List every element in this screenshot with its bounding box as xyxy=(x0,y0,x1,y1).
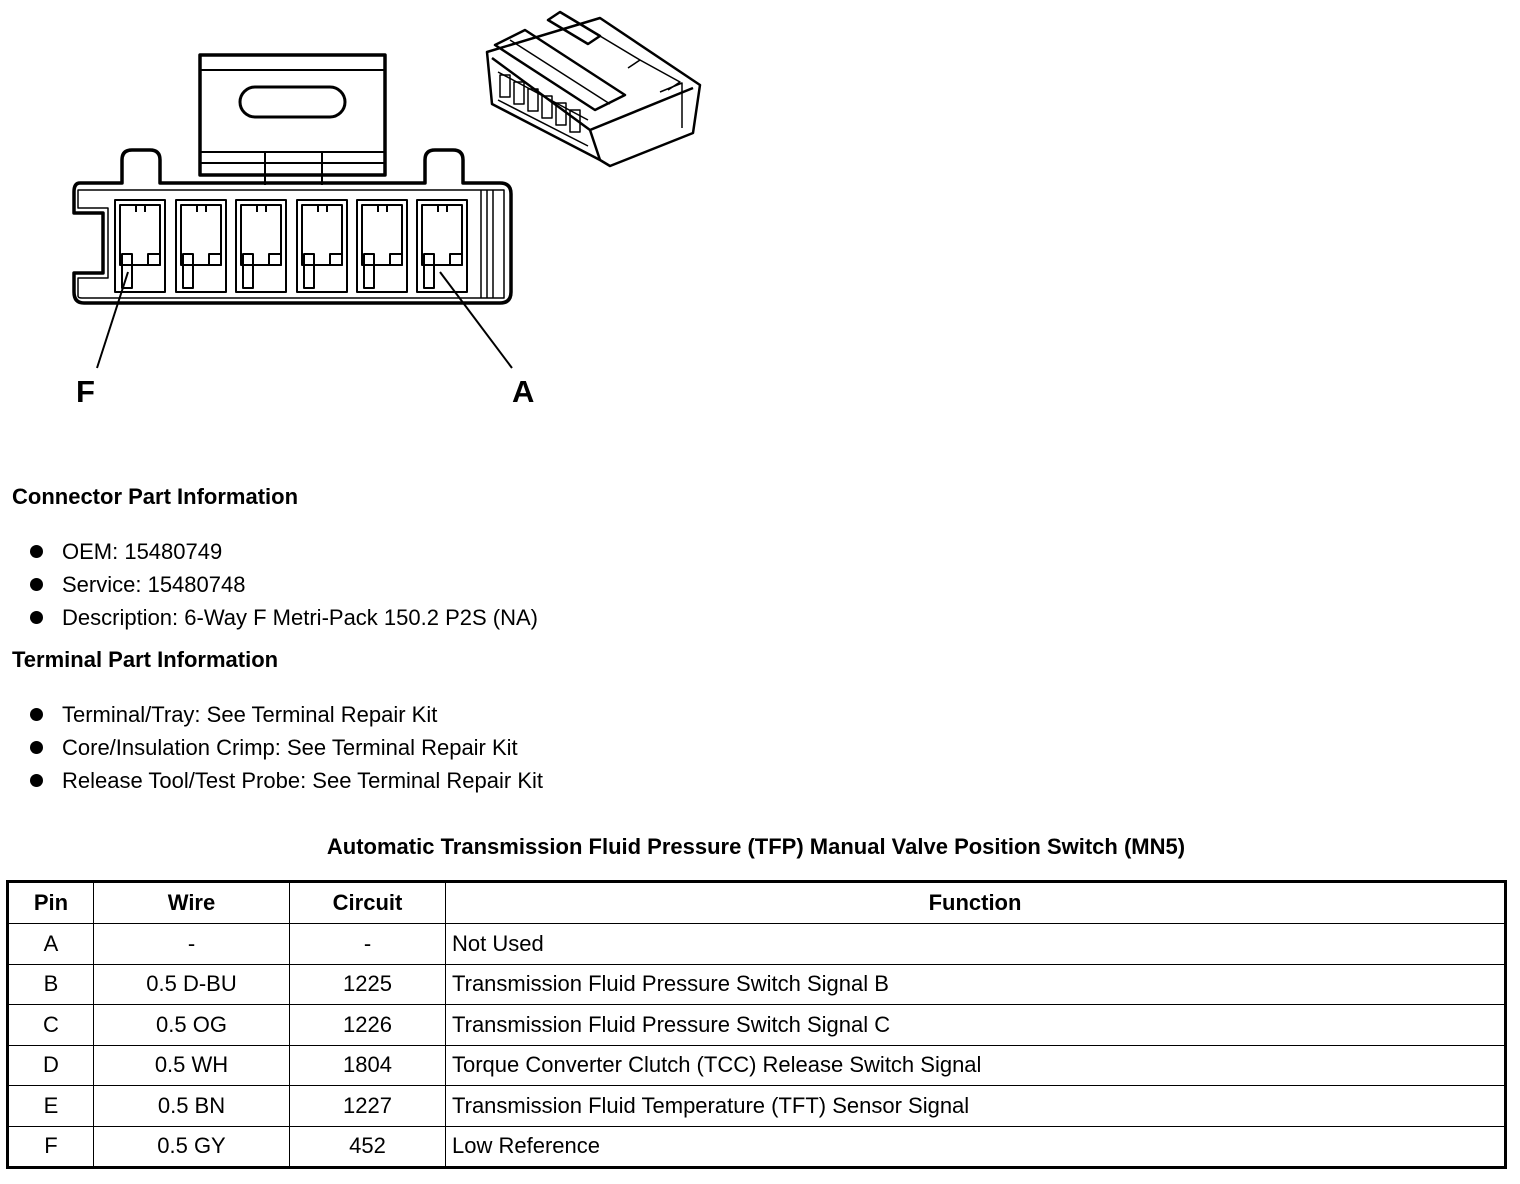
pin-cell: A xyxy=(7,923,94,965)
cavity-f xyxy=(114,199,166,293)
list-item: Description: 6-Way F Metri-Pack 150.2 P2… xyxy=(30,601,538,634)
column-header-function: Function xyxy=(445,881,1506,924)
wire-cell: 0.5 OG xyxy=(93,1004,290,1046)
function-cell: Transmission Fluid Pressure Switch Signa… xyxy=(445,963,1506,1005)
pin-label-a: A xyxy=(512,374,535,409)
list-item: Terminal/Tray: See Terminal Repair Kit xyxy=(30,698,543,731)
circuit-cell: - xyxy=(289,923,446,965)
table-header-row: Pin Wire Circuit Function xyxy=(7,881,1506,924)
pin-cell: C xyxy=(7,1004,94,1046)
table-title: Automatic Transmission Fluid Pressure (T… xyxy=(326,834,1186,859)
leader-line-f xyxy=(96,271,129,369)
table-row: F 0.5 GY 452 Low Reference xyxy=(7,1125,1506,1168)
table-row: C 0.5 OG 1226 Transmission Fluid Pressur… xyxy=(7,1004,1506,1046)
function-cell: Torque Converter Clutch (TCC) Release Sw… xyxy=(445,1044,1506,1086)
wire-cell: 0.5 WH xyxy=(93,1044,290,1086)
pin-label-f: F xyxy=(76,374,95,409)
column-header-pin: Pin xyxy=(7,881,94,924)
column-header-wire: Wire xyxy=(93,881,290,924)
connector-body xyxy=(72,148,513,305)
connector-info-list: OEM: 15480749 Service: 15480748 Descript… xyxy=(30,535,538,634)
circuit-cell: 1226 xyxy=(289,1004,446,1046)
connector-info-heading: Connector Part Information xyxy=(12,484,299,509)
table-row: E 0.5 BN 1227 Transmission Fluid Tempera… xyxy=(7,1085,1506,1127)
pinout-table: Pin Wire Circuit Function A - - Not Used… xyxy=(6,880,1507,1169)
circuit-cell: 1225 xyxy=(289,963,446,1005)
wire-cell: 0.5 D-BU xyxy=(93,963,290,1005)
wire-cell: - xyxy=(93,923,290,965)
list-item: Release Tool/Test Probe: See Terminal Re… xyxy=(30,764,543,797)
list-item: OEM: 15480749 xyxy=(30,535,538,568)
terminal-info-heading: Terminal Part Information xyxy=(12,647,279,672)
list-item: Core/Insulation Crimp: See Terminal Repa… xyxy=(30,731,543,764)
pin-cell: B xyxy=(7,963,94,1005)
pin-cell: F xyxy=(7,1125,94,1168)
list-item: Service: 15480748 xyxy=(30,568,538,601)
pin-cell: D xyxy=(7,1044,94,1086)
function-cell: Transmission Fluid Pressure Switch Signa… xyxy=(445,1004,1506,1046)
cavity-e xyxy=(175,199,227,293)
cavity-a xyxy=(416,199,468,293)
leader-line-a xyxy=(439,271,513,369)
connector-isometric-view xyxy=(485,10,702,168)
connector-diagram xyxy=(72,10,702,369)
column-header-circuit: Circuit xyxy=(289,881,446,924)
cavity-c xyxy=(296,199,348,293)
cavity-d xyxy=(235,199,287,293)
circuit-cell: 1227 xyxy=(289,1085,446,1127)
function-cell: Low Reference xyxy=(445,1125,1506,1168)
function-cell: Not Used xyxy=(445,923,1506,965)
terminal-info-list: Terminal/Tray: See Terminal Repair Kit C… xyxy=(30,698,543,797)
table-row: B 0.5 D-BU 1225 Transmission Fluid Press… xyxy=(7,963,1506,1005)
wire-cell: 0.5 GY xyxy=(93,1125,290,1168)
table-row: A - - Not Used xyxy=(7,923,1506,965)
table-row: D 0.5 WH 1804 Torque Converter Clutch (T… xyxy=(7,1044,1506,1086)
circuit-cell: 452 xyxy=(289,1125,446,1168)
cavity-b xyxy=(356,199,408,293)
terminal-cavities xyxy=(114,199,468,293)
pin-cell: E xyxy=(7,1085,94,1127)
circuit-cell: 1804 xyxy=(289,1044,446,1086)
function-cell: Transmission Fluid Temperature (TFT) Sen… xyxy=(445,1085,1506,1127)
locking-tab xyxy=(198,53,387,185)
wire-cell: 0.5 BN xyxy=(93,1085,290,1127)
